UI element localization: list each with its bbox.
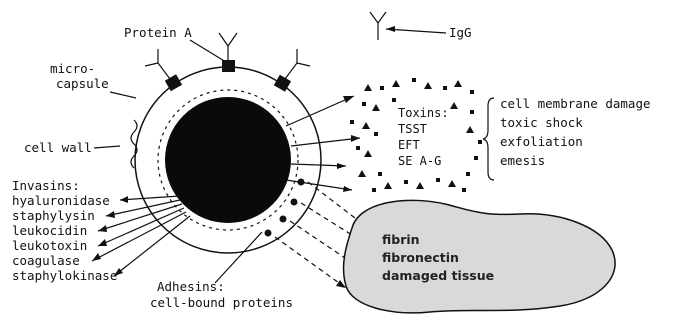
- toxins-label-2: EFT: [398, 138, 420, 152]
- adhesins-label-line2: cell-bound proteins: [150, 295, 293, 310]
- invasins-label-1: hyaluronidase: [12, 193, 110, 208]
- effects-brace: [483, 98, 494, 180]
- igg-label: IgG: [449, 25, 472, 40]
- igg-bound-top-icon: [219, 33, 237, 60]
- toxins-label-3: SE A-G: [398, 154, 441, 168]
- toxins-label-1: TSST: [398, 122, 427, 136]
- cell-wall-label: cell wall: [24, 140, 92, 155]
- protein-a-leader-line: [190, 40, 226, 62]
- effect-label-3: emesis: [500, 153, 545, 168]
- toxins-label-0: Toxins:: [398, 106, 449, 120]
- toxin-arrowheads: [337, 96, 360, 192]
- invasins-label-0: Invasins:: [12, 178, 80, 193]
- microcapsule-label-line2: capsule: [56, 76, 109, 91]
- effect-label-1: toxic shock: [500, 115, 583, 130]
- invasin-arrowheads: [92, 196, 128, 276]
- microcapsule-label-line1: micro-: [50, 61, 95, 76]
- cell-body: [165, 97, 291, 223]
- invasins-label-6: staphylokinase: [12, 268, 117, 283]
- cell-wall-leader-line: [94, 146, 120, 148]
- effect-label-0: cell membrane damage: [500, 96, 651, 111]
- igg-arrowhead: [386, 26, 395, 32]
- microcapsule-leader-line: [110, 92, 136, 98]
- tissue-label-fibronectin: fibronectin: [382, 250, 459, 265]
- igg-free-icon: [370, 12, 386, 40]
- tissue-label-damaged-tissue: damaged tissue: [382, 268, 494, 283]
- invasins-label-3: leukocidin: [12, 223, 87, 238]
- protein-a-label: Protein A: [124, 25, 192, 40]
- adhesins-label-line1: Adhesins:: [157, 279, 225, 294]
- igg-bound-left-icon: [145, 49, 170, 79]
- invasins-label-5: coagulase: [12, 253, 80, 268]
- tissue-label-fibrin: fibrin: [382, 232, 420, 247]
- protein-a-block-top: [222, 60, 235, 72]
- effect-label-2: exfoliation: [500, 134, 583, 149]
- igg-bound-right-icon: [285, 49, 310, 79]
- invasins-label-4: leukotoxin: [12, 238, 87, 253]
- invasins-label-2: staphylysin: [12, 208, 95, 223]
